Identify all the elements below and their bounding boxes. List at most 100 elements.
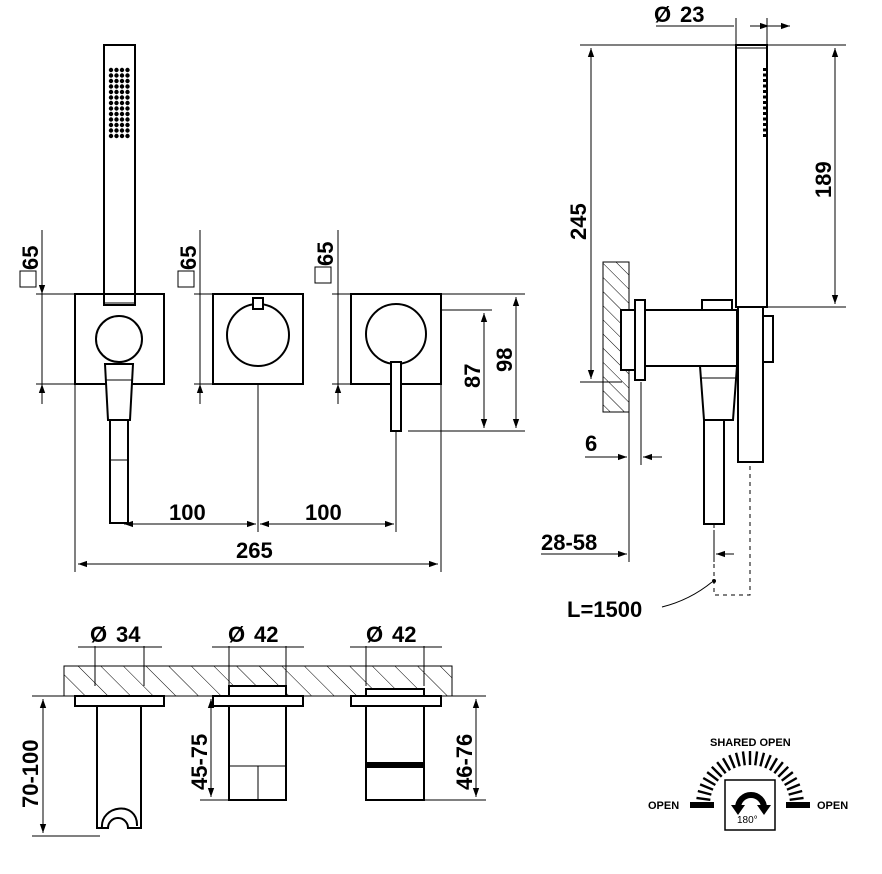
nozzle-dot — [119, 78, 125, 84]
dim-98-text: 98 — [492, 348, 517, 372]
diverter-plate — [212, 293, 304, 385]
open-left-text: OPEN — [648, 800, 679, 812]
square-65-a-text: 65 — [18, 246, 43, 270]
arc-tick — [759, 752, 766, 767]
nozzle-dot — [119, 95, 125, 100]
arc-tick — [784, 776, 798, 787]
dim-6-text: 6 — [585, 431, 597, 456]
nozzle-dot — [114, 128, 119, 133]
nozzle-dot — [114, 100, 119, 106]
nozzle-dot — [125, 117, 130, 122]
arc-tick — [754, 751, 759, 766]
dia-34-text: 34 — [116, 622, 141, 647]
rotate-arrow-icon — [731, 792, 771, 815]
square-65-b-text: 65 — [176, 246, 201, 270]
arc-tick — [706, 771, 719, 782]
arc-tick — [710, 765, 723, 778]
nozzle-dot — [125, 73, 130, 78]
arc-tick — [781, 771, 794, 782]
dim-245-text: 245 — [566, 203, 591, 240]
side-nozzle — [763, 73, 767, 77]
square-label-65-c: 65 — [313, 242, 338, 284]
side-view: Ø 23 189 245 6 28-58 L=1500 — [541, 2, 846, 622]
nozzle-dot — [114, 111, 119, 117]
nozzle-dot — [119, 73, 125, 78]
nozzle-dot — [125, 84, 130, 89]
arc-tick — [768, 757, 779, 771]
nozzle-dot — [119, 100, 125, 106]
side-nozzle — [763, 68, 767, 71]
dim-70-100-text: 70-100 — [18, 739, 43, 808]
rotation-text: 180° — [737, 815, 758, 826]
nozzle-dot — [114, 84, 119, 89]
front-view: 65 65 65 87 98 — [18, 44, 525, 572]
operation-diagram: SHARED OPEN OPEN OPEN 180° — [648, 737, 848, 831]
nozzle-dot — [114, 117, 119, 122]
shared-open-arc — [696, 751, 804, 807]
nozzle-dot — [114, 106, 119, 111]
mixer-plate — [350, 293, 442, 432]
nozzle-dot — [108, 67, 114, 73]
nozzle-dot — [108, 122, 114, 128]
nozzle-dot — [108, 95, 114, 100]
arc-tick — [699, 783, 714, 791]
side-nozzle — [763, 128, 767, 132]
nozzle-dot — [114, 122, 119, 128]
dia-42-b-symbol: Ø — [366, 622, 383, 647]
arc-tick — [777, 765, 790, 778]
dim-100-right-text: 100 — [305, 500, 342, 525]
nozzle-dot — [108, 117, 114, 122]
dim-87-text: 87 — [460, 364, 485, 388]
side-nozzle — [763, 84, 767, 88]
side-nozzle — [763, 95, 767, 99]
dim-45-75-text: 45-75 — [187, 734, 212, 790]
nozzle-dot — [119, 128, 125, 133]
nozzle-dot — [108, 106, 114, 111]
nozzle-dot — [108, 128, 114, 133]
bottom-view: Ø 34 Ø 42 Ø 42 70-100 45-75 46-76 — [18, 622, 486, 837]
side-nozzle — [763, 101, 767, 104]
nozzle-dot — [125, 122, 130, 128]
nozzle-dot — [125, 100, 130, 106]
arc-tick — [764, 754, 772, 769]
shared-open-text: SHARED OPEN — [710, 737, 791, 749]
nozzle-dot — [119, 89, 125, 95]
nozzle-dot — [119, 84, 125, 89]
square-label-65-b: 65 — [176, 246, 201, 288]
square-label-65-a: 65 — [18, 246, 43, 288]
nozzle-dot — [108, 78, 114, 84]
nozzle-dot — [119, 67, 125, 73]
nozzle-dot — [119, 133, 125, 139]
arc-tick — [741, 751, 746, 766]
open-right-text: OPEN — [817, 800, 848, 812]
nozzle-dot — [108, 133, 114, 139]
side-nozzle — [763, 134, 767, 137]
nozzle-dot — [125, 78, 130, 84]
dim-100-left-text: 100 — [169, 500, 206, 525]
nozzle-dot — [114, 67, 119, 73]
arc-tick — [702, 776, 716, 787]
side-nozzle — [763, 123, 767, 126]
nozzle-dot — [114, 89, 119, 95]
nozzle-dot — [125, 95, 130, 100]
nozzle-dot — [108, 89, 114, 95]
dia-34-symbol: Ø — [90, 622, 107, 647]
dim-189-text: 189 — [811, 161, 836, 198]
side-nozzle — [763, 90, 767, 93]
arc-tick — [789, 796, 804, 801]
nozzle-dot — [119, 111, 125, 117]
arc-tick — [788, 789, 803, 796]
arc-tick — [734, 752, 741, 767]
dia-42-a-symbol: Ø — [228, 622, 245, 647]
nozzle-dot — [125, 106, 130, 111]
nozzle-dot — [114, 73, 119, 78]
side-nozzle — [763, 79, 767, 82]
dia-23-text: 23 — [680, 2, 704, 27]
nozzle-dot — [108, 73, 114, 78]
nozzle-dot — [108, 84, 114, 89]
arc-tick — [721, 757, 732, 771]
nozzle-dot — [119, 106, 125, 111]
nozzle-dot — [114, 95, 119, 100]
dim-46-76-text: 46-76 — [452, 734, 477, 790]
